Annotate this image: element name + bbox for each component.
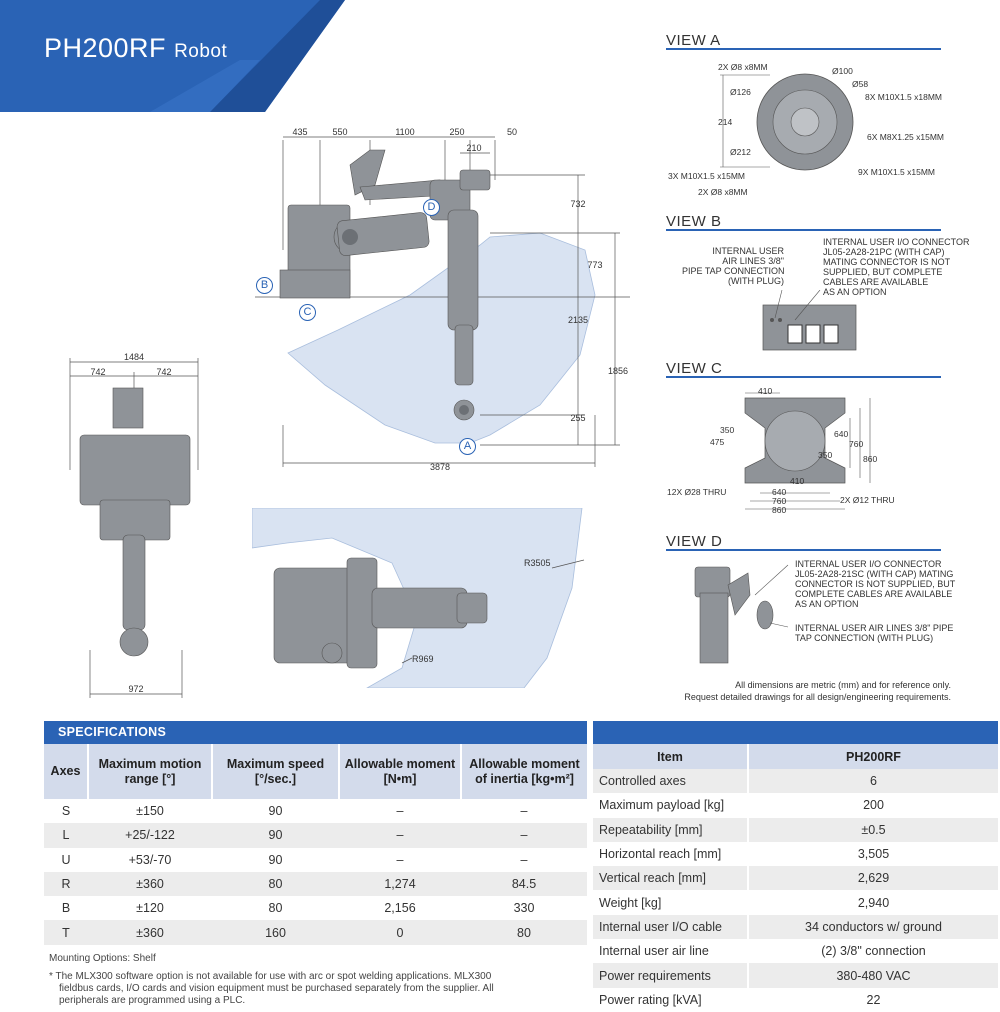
footnote: * The MLX300 software option is not avai… [49, 971, 494, 1006]
table-row: Internal user air line(2) 3/8" connectio… [593, 939, 998, 964]
view-a-divider [666, 48, 941, 50]
dim-text: 1856 [608, 366, 628, 376]
dimension-note-2: Request detailed drawings for all design… [684, 692, 951, 702]
view-c-label: 860 [772, 505, 786, 515]
view-c-label: 2X Ø12 THRU [840, 495, 895, 505]
dim-text: 773 [587, 260, 602, 270]
view-c-label: 760 [772, 496, 786, 506]
spec-col-header: Allowable moment [N•m] [339, 744, 462, 799]
spec-col-header: Allowable moment of inertia [kg•m²] [461, 744, 587, 799]
view-d-divider [666, 549, 941, 551]
dim-text: 210 [466, 143, 481, 153]
spec-col-header: Maximum motion range [°] [88, 744, 213, 799]
specifications-header: SPECIFICATIONS [44, 721, 587, 744]
view-a-label: Ø58 [852, 79, 868, 89]
dim-text: 742 [90, 367, 105, 377]
view-c-label: 350 [818, 450, 832, 460]
view-a-label: 214 [718, 117, 732, 127]
top-view-drawing: R3505 R969 [252, 508, 585, 688]
table-row: Horizontal reach [mm]3,505 [593, 841, 998, 867]
view-c-label: 350 [720, 425, 734, 435]
table-row: Power rating [kVA]22 [593, 987, 998, 1012]
side-view-drawing: 435 550 1100 250 50 210 732 773 2135 185… [255, 127, 630, 472]
view-d-title: VIEW D [666, 533, 723, 550]
callout-b: B [256, 277, 273, 294]
view-c-label: 640 [834, 429, 848, 439]
dim-text: 972 [128, 684, 143, 694]
dim-text: 50 [507, 127, 517, 137]
view-b-drawing [762, 290, 857, 351]
view-c-label: 12X Ø28 THRU [667, 487, 726, 497]
dim-text: 250 [449, 127, 464, 137]
dim-text: 3878 [430, 462, 450, 472]
table-row: Maximum payload [kg]200 [593, 793, 998, 818]
view-a-label: 2X Ø8 x8MM [718, 62, 768, 72]
spec-col-header: Axes [44, 744, 89, 799]
header-banner [0, 0, 345, 112]
view-a-label: Ø212 [730, 147, 751, 157]
table-row: Weight [kg]2,940 [593, 890, 998, 915]
callout-a: A [459, 438, 476, 455]
view-b-title: VIEW B [666, 213, 722, 230]
view-c-label: 760 [849, 439, 863, 449]
view-a-label: 6X M8X1.25 x15MM [867, 132, 944, 142]
view-c-label: 410 [790, 476, 804, 486]
view-a-title: VIEW A [666, 32, 721, 49]
work-envelope [287, 232, 596, 444]
mounting-options: Mounting Options: Shelf [49, 953, 156, 964]
spec-col-header: Maximum speed [°/sec.] [212, 744, 340, 799]
table-row: Vertical reach [mm]2,629 [593, 866, 998, 891]
dim-text: 550 [332, 127, 347, 137]
dim-text: R969 [412, 654, 434, 664]
dim-text: R3505 [524, 558, 551, 568]
view-b-divider [666, 229, 941, 231]
item-table-header-bar [593, 721, 998, 744]
view-a-label: 9X M10X1.5 x15MM [858, 167, 935, 177]
view-c-title: VIEW C [666, 360, 723, 377]
dim-text: 1484 [124, 352, 144, 362]
front-view-drawing: 1484 742 742 972 [69, 352, 199, 698]
callout-d: D [423, 199, 440, 216]
view-a-label: 2X Ø8 x8MM [698, 187, 748, 197]
view-c-divider [666, 376, 941, 378]
view-d-drawing [694, 564, 789, 664]
view-a-label: 3X M10X1.5 x15MM [668, 171, 745, 181]
view-a-label: 8X M10X1.5 x18MM [865, 92, 942, 102]
callout-c: C [299, 304, 316, 321]
specifications-table: Axes Maximum motion range [°] Maximum sp… [44, 744, 587, 945]
table-row: Repeatability [mm]±0.5 [593, 817, 998, 842]
dim-text: 255 [570, 413, 585, 423]
view-c-label: 410 [758, 386, 772, 396]
page-title: PH200RF Robot [44, 33, 228, 63]
dim-text: 732 [570, 199, 585, 209]
item-col-header: Item [593, 744, 749, 769]
dim-text: 435 [292, 127, 307, 137]
view-c-label: 640 [772, 487, 786, 497]
dim-text: 742 [156, 367, 171, 377]
dim-text: 2135 [568, 315, 588, 325]
view-a-drawing: 2X Ø8 x8MM Ø100 Ø58 8X M10X1.5 x18MM Ø12… [668, 62, 944, 197]
item-col-header: PH200RF [748, 744, 998, 769]
view-c-label: 860 [863, 454, 877, 464]
view-c-label: 475 [710, 437, 724, 447]
view-a-label: Ø100 [832, 66, 853, 76]
view-c-drawing: 410 350 475 640 760 860 350 410 640 760 … [667, 386, 895, 515]
dimension-note-1: All dimensions are metric (mm) and for r… [735, 680, 951, 690]
view-a-label: Ø126 [730, 87, 751, 97]
dim-text: 1100 [395, 127, 414, 137]
